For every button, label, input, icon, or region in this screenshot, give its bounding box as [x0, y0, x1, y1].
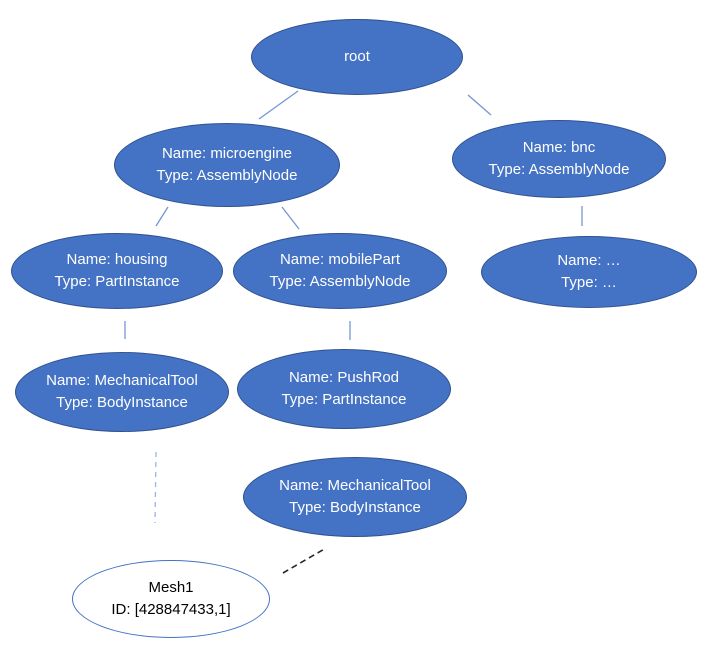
- node-microengine-label-line: Name: microengine: [161, 145, 293, 162]
- node-root-label-line: root: [344, 48, 370, 65]
- node-mechanicaltool-housing-label-line: Name: MechanicalTool: [46, 372, 198, 389]
- edge-root-to-bnc: [467, 94, 492, 116]
- node-housing-label-line: Name: housing: [66, 251, 168, 268]
- node-mechanicaltool-pushrod-label-line: Name: MechanicalTool: [279, 477, 431, 494]
- node-mesh1-label-line: Mesh1: [148, 579, 194, 596]
- node-ellipsis-label-line: Name: …: [557, 252, 621, 269]
- node-ellipsis[interactable]: Name: … Type: …: [481, 236, 697, 308]
- node-housing-label-line: Type: PartInstance: [54, 273, 180, 290]
- node-mobilepart-label-line: Type: AssemblyNode: [269, 273, 411, 290]
- edge-root-to-microengine: [258, 90, 299, 120]
- node-pushrod-label-line: Type: PartInstance: [281, 391, 407, 408]
- node-bnc-label-line: Name: bnc: [522, 139, 596, 156]
- node-mesh1-label-line: ID: [428847433,1]: [111, 601, 231, 618]
- node-microengine-label-line: Type: AssemblyNode: [156, 167, 298, 184]
- node-bnc-label-line: Type: AssemblyNode: [488, 161, 630, 178]
- edge-microengine-to-mobilepart: [281, 206, 300, 230]
- node-pushrod-label-line: Name: PushRod: [288, 369, 400, 386]
- edge-microengine-to-housing: [155, 206, 169, 227]
- node-mobilepart-label-line: Name: mobilePart: [279, 251, 401, 268]
- node-mechanicaltool-pushrod-label-line: Type: BodyInstance: [289, 499, 421, 516]
- node-mechanicaltool-housing-label-line: Type: BodyInstance: [56, 394, 188, 411]
- edge-mesh1-to-mechanicaltool-pushrod: [282, 547, 327, 574]
- node-root[interactable]: root: [251, 19, 463, 95]
- node-ellipsis-label-line: Type: …: [561, 274, 617, 291]
- edge-mechanicaltool-housing-to-mesh1: [154, 451, 157, 524]
